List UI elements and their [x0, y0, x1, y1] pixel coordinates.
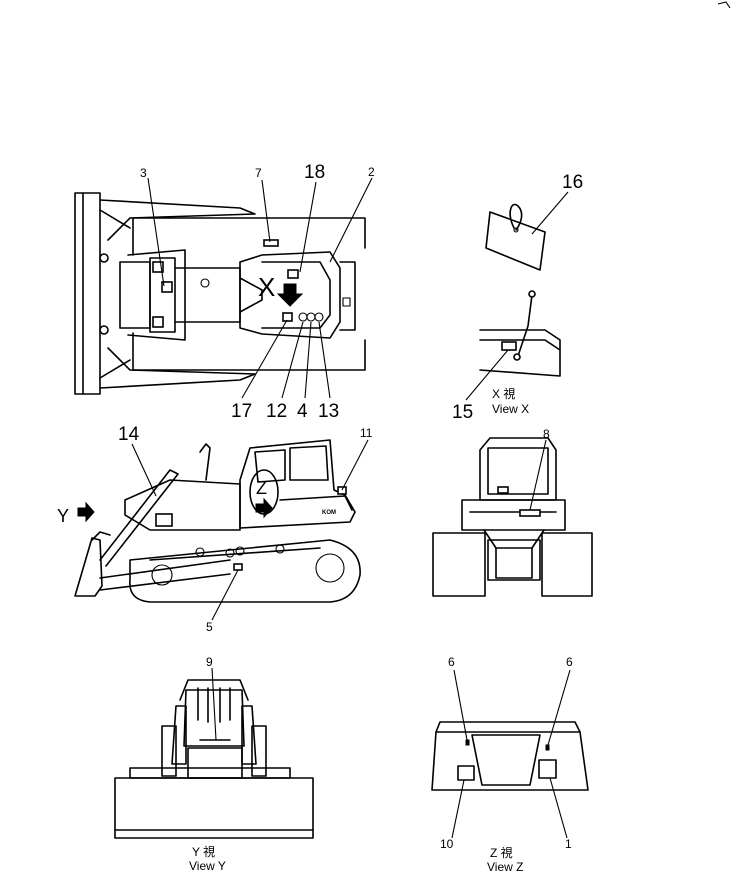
callout-12: 12	[266, 401, 287, 422]
callout-2: 2	[368, 165, 375, 179]
top-plan-view: X	[74, 177, 373, 399]
callout-7: 7	[255, 166, 262, 180]
view-y-detail	[114, 667, 314, 839]
view-z-caption-jp: Z 視	[490, 845, 513, 860]
view-x-marker: X	[258, 272, 275, 302]
callout-11: 11	[360, 426, 373, 440]
callout-18: 18	[304, 162, 325, 183]
callout-6-left: 6	[448, 655, 455, 669]
view-x-detail	[465, 290, 561, 401]
callout-9: 9	[206, 655, 213, 669]
view-z-caption: View Z	[487, 860, 523, 874]
side-view: KOM Z Y	[57, 439, 369, 621]
view-y-marker: Y	[57, 506, 69, 526]
callout-4: 4	[297, 401, 308, 422]
callout-16: 16	[562, 172, 583, 193]
callout-15: 15	[452, 402, 473, 423]
view-y-caption: View Y	[189, 859, 226, 873]
corner-mark	[717, 1, 731, 9]
view-x-caption-jp: X 視	[492, 386, 515, 401]
callout-10: 10	[440, 837, 454, 851]
callout-3: 3	[140, 166, 147, 180]
view-z-detail	[431, 669, 589, 839]
rear-view	[432, 437, 593, 597]
callout-13: 13	[318, 401, 339, 422]
callout-8: 8	[543, 427, 550, 441]
view-y-caption-jp: Y 視	[192, 844, 215, 859]
callout-17: 17	[231, 401, 252, 422]
machine-decal-text: KOM	[322, 510, 336, 516]
decal-16-detail	[485, 191, 569, 271]
view-z-marker: Z	[256, 478, 267, 498]
callout-1: 1	[565, 837, 572, 851]
view-x-caption: View X	[492, 402, 529, 416]
callout-14: 14	[118, 424, 140, 445]
callout-6-right: 6	[566, 655, 573, 669]
callout-5: 5	[206, 620, 213, 634]
